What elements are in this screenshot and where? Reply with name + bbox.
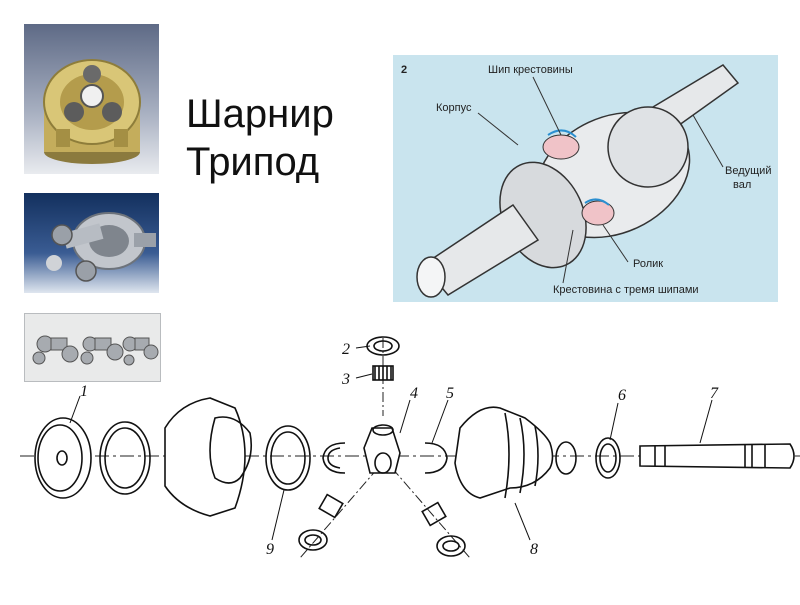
photo-tripod-housing [24, 24, 159, 174]
part-number-9: 9 [266, 541, 274, 558]
label-drive-shaft-2: вал [733, 179, 751, 191]
exploded-view: 1 2 3 4 5 6 7 8 9 [0, 318, 800, 600]
part-number-8: 8 [530, 541, 538, 558]
label-spike: Шип крестовины [488, 64, 573, 76]
tripod-joint-image [46, 212, 156, 282]
part-number-2: 2 [342, 341, 350, 358]
photo-tripod-joint [24, 193, 159, 293]
figure-number: 2 [401, 64, 407, 76]
tripod-housing-image [43, 59, 141, 164]
photo-spiders [24, 313, 161, 382]
label-housing: Корпус [436, 102, 472, 114]
part-number-5: 5 [446, 385, 454, 402]
label-roller: Ролик [633, 258, 663, 270]
exploded-view-svg: 1 2 3 4 5 6 7 8 9 [20, 336, 800, 559]
part-number-4: 4 [410, 385, 418, 402]
title-line-2: Трипод [186, 140, 320, 184]
spiders-image [32, 335, 159, 366]
part-number-7: 7 [710, 385, 719, 402]
part-number-3: 3 [341, 371, 350, 388]
title-line-1: Шарнир [186, 92, 334, 136]
part-number-6: 6 [618, 387, 626, 404]
cutaway-diagram: 2 Шип крестовины Корпус Ведущий вал Роли… [393, 55, 778, 302]
part-number-1: 1 [80, 383, 88, 400]
page-title: Шарнир Трипод [186, 90, 356, 186]
label-spider: Крестовина с тремя шипами [553, 284, 699, 296]
cutaway-diagram-svg: 2 Шип крестовины Корпус Ведущий вал Роли… [401, 64, 771, 298]
label-drive-shaft-1: Ведущий [725, 165, 771, 177]
